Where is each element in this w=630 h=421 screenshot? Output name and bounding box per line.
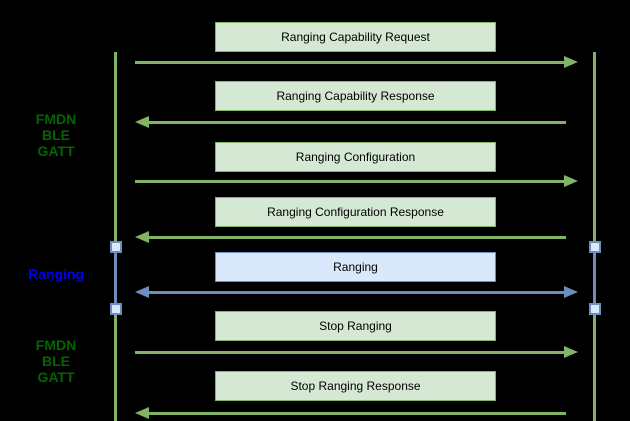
side-label-fmdn-ble-gatt-bottom: FMDN BLE GATT [8,337,104,385]
lifeline-right [593,52,596,421]
arrowhead-right-icon [564,56,578,68]
arrowhead-left-icon [135,286,149,298]
lifeline-left [114,52,117,421]
side-label-line: Ranging [28,266,84,282]
arrowhead-right-icon [564,286,578,298]
arrow-line [147,411,566,415]
arrow-line [135,179,566,183]
arrowhead-left-icon [135,116,149,128]
message-label: Stop Ranging Response [290,379,421,393]
message-box-ranging-capability-request: Ranging Capability Request [215,22,496,52]
arrow-stop-ranging [135,346,578,358]
arrow-line [147,290,566,294]
message-box-stop-ranging-response: Stop Ranging Response [215,371,496,401]
side-label-line: BLE [42,127,70,143]
message-box-ranging-configuration-response: Ranging Configuration Response [215,197,496,227]
arrowhead-right-icon [564,175,578,187]
arrowhead-left-icon [135,231,149,243]
ranging-activation-segment-left [114,250,117,310]
arrow-line [135,350,566,354]
side-label-ranging: Ranging [8,266,104,282]
arrow-ranging-configuration-response [135,231,578,243]
message-box-ranging-configuration: Ranging Configuration [215,142,496,172]
arrowhead-left-icon [135,407,149,419]
arrow-ranging-bidirectional [135,286,578,298]
arrow-line [135,60,566,64]
side-label-line: FMDN [35,337,77,353]
side-label-line: FMDN [35,111,77,127]
message-label: Ranging [333,260,378,274]
message-label: Ranging Capability Response [276,89,435,103]
arrowhead-right-icon [564,346,578,358]
side-label-fmdn-ble-gatt-top: FMDN BLE GATT [8,111,104,159]
arrow-line [147,235,566,239]
activation-marker-left-bottom [110,303,122,315]
message-label: Ranging Configuration Response [267,205,444,219]
side-label-line: GATT [37,143,75,159]
side-label-line: BLE [42,353,70,369]
message-label: Ranging Configuration [295,150,416,164]
arrow-ranging-capability-request [135,56,578,68]
message-label: Ranging Capability Request [281,30,430,44]
activation-marker-right-bottom [589,303,601,315]
message-box-ranging: Ranging [215,252,496,282]
arrow-ranging-configuration [135,175,578,187]
arrow-stop-ranging-response [135,407,578,419]
arrow-line [147,120,566,124]
message-label: Stop Ranging [319,319,392,333]
arrow-ranging-capability-response [135,116,578,128]
activation-marker-right-top [589,241,601,253]
side-label-line: GATT [37,369,75,385]
message-box-stop-ranging: Stop Ranging [215,311,496,341]
activation-marker-left-top [110,241,122,253]
message-box-ranging-capability-response: Ranging Capability Response [215,81,496,111]
ranging-activation-segment-right [593,250,596,310]
